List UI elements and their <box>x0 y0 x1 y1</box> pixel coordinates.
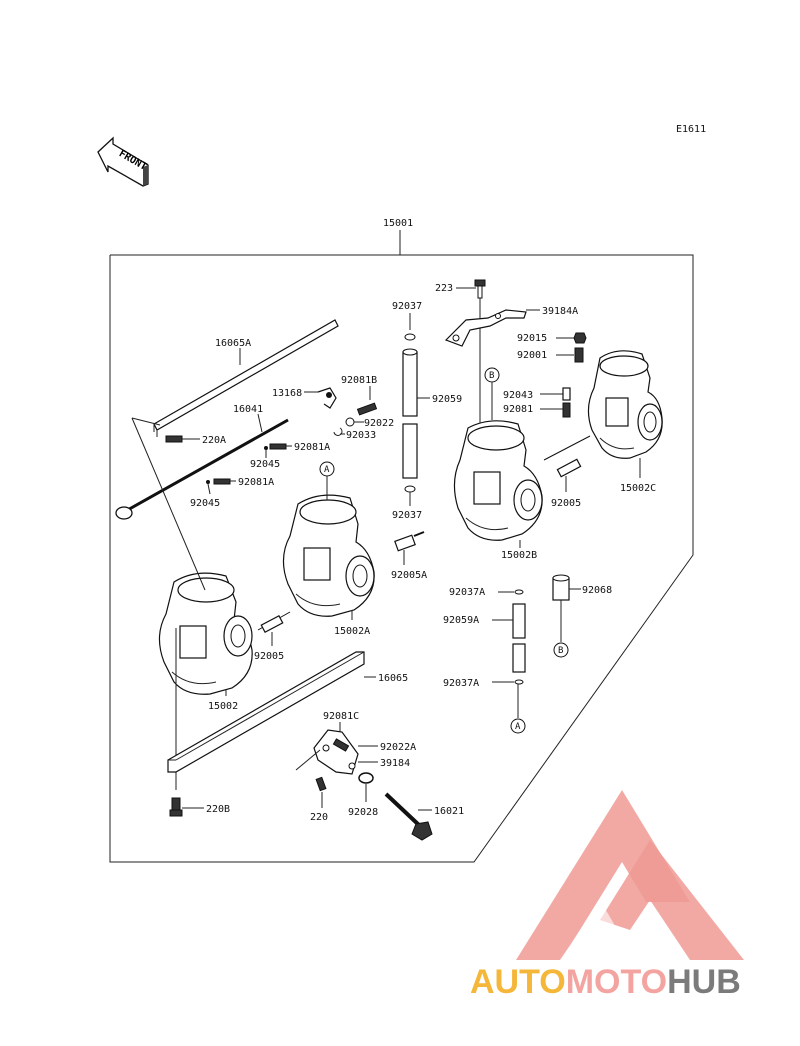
svg-text:A: A <box>324 465 330 475</box>
cap-92037-top <box>404 333 416 341</box>
label-92059: 92059 <box>432 394 462 405</box>
pipe-92005-right <box>543 435 591 478</box>
label-92045-1: 92045 <box>250 459 280 470</box>
label-92005A: 92005A <box>391 570 427 581</box>
label-220A: 220A <box>202 435 226 446</box>
label-92033: 92033 <box>346 430 376 441</box>
label-15002: 15002 <box>208 701 238 712</box>
label-92001: 92001 <box>517 350 547 361</box>
rod-16065 <box>167 651 365 773</box>
screw-220B <box>169 797 183 817</box>
spring-92081 <box>562 402 571 418</box>
label-92068: 92068 <box>582 585 612 596</box>
label-16021: 16021 <box>434 806 464 817</box>
spring-92081A-2 <box>213 478 231 485</box>
carburetor-15002 <box>158 572 253 695</box>
cap-92037-mid <box>404 485 416 493</box>
label-39184A: 39184A <box>542 306 578 317</box>
ref-b-lower <box>553 642 569 658</box>
label-16041: 16041 <box>233 404 263 415</box>
automotohub-logo <box>516 790 744 960</box>
cap-92015 <box>573 332 587 344</box>
label-92059A: 92059A <box>443 615 479 626</box>
svg-text:B: B <box>558 646 563 656</box>
label-92081A-2: 92081A <box>238 477 274 488</box>
label-223: 223 <box>435 283 453 294</box>
label-92022: 92022 <box>364 418 394 429</box>
screw-220 <box>315 776 327 792</box>
assembly-frame <box>109 254 694 863</box>
label-220B: 220B <box>206 804 230 815</box>
pin-92043 <box>562 387 571 401</box>
screw-220A <box>165 435 183 443</box>
label-16065A: 16065A <box>215 338 251 349</box>
washer-92022 <box>345 417 355 427</box>
assembly-number: 15001 <box>383 218 413 229</box>
lever-13168 <box>317 387 337 409</box>
spring-92081B <box>356 402 378 416</box>
label-92037-top: 92037 <box>392 301 422 312</box>
label-15002B: 15002B <box>501 550 537 561</box>
bracket-39184 <box>313 729 359 775</box>
label-13168: 13168 <box>272 388 302 399</box>
carburetor-15002B <box>453 420 543 541</box>
label-92005-r: 92005 <box>551 498 581 509</box>
svg-text:A: A <box>515 722 521 732</box>
pipe-92005-left <box>257 611 291 634</box>
label-92037-mid: 92037 <box>392 510 422 521</box>
cap-92037A-1 <box>514 589 524 595</box>
carburetor-15002C <box>587 350 663 459</box>
label-220: 220 <box>310 812 328 823</box>
tube-92059A-lower <box>512 643 526 673</box>
label-15002C: 15002C <box>620 483 656 494</box>
label-92022A: 92022A <box>380 742 416 753</box>
label-39184: 39184 <box>380 758 410 769</box>
label-92037A-2: 92037A <box>443 678 479 689</box>
bolt-16021 <box>384 792 433 841</box>
bracket-39184A <box>444 309 527 347</box>
shaft-16041 <box>115 418 289 520</box>
front-arrow-icon: FRONT <box>97 136 149 187</box>
screw-92001 <box>574 347 584 363</box>
tube-92059-lower <box>402 423 418 479</box>
label-92081A-1: 92081A <box>294 442 330 453</box>
label-92081B: 92081B <box>341 375 377 386</box>
bolt-223 <box>474 279 486 299</box>
svg-text:B: B <box>489 371 494 381</box>
label-92081C: 92081C <box>323 711 359 722</box>
carburetor-15002A <box>282 494 375 617</box>
label-92043: 92043 <box>503 390 533 401</box>
label-92005-l: 92005 <box>254 651 284 662</box>
label-92028: 92028 <box>348 807 378 818</box>
label-92081-r: 92081 <box>503 404 533 415</box>
label-92015: 92015 <box>517 333 547 344</box>
cap-92037A-2 <box>514 679 524 685</box>
sleeve-92068 <box>552 574 570 601</box>
label-16065: 16065 <box>378 673 408 684</box>
label-15002A: 15002A <box>334 626 370 637</box>
spring-92081A <box>269 443 287 450</box>
label-92045-2: 92045 <box>190 498 220 509</box>
diagram-code: E1611 <box>676 124 706 135</box>
ref-a-lower <box>510 718 526 734</box>
fitting-92005A <box>394 531 425 552</box>
rod-16065A <box>153 319 339 437</box>
watermark-text: AUTOMOTOHUB <box>470 963 741 1001</box>
clip-92033 <box>333 427 343 436</box>
tube-92059A-upper <box>512 603 526 639</box>
label-92037A-1: 92037A <box>449 587 485 598</box>
washer-92028 <box>358 772 374 784</box>
tube-92059-upper <box>402 351 418 417</box>
